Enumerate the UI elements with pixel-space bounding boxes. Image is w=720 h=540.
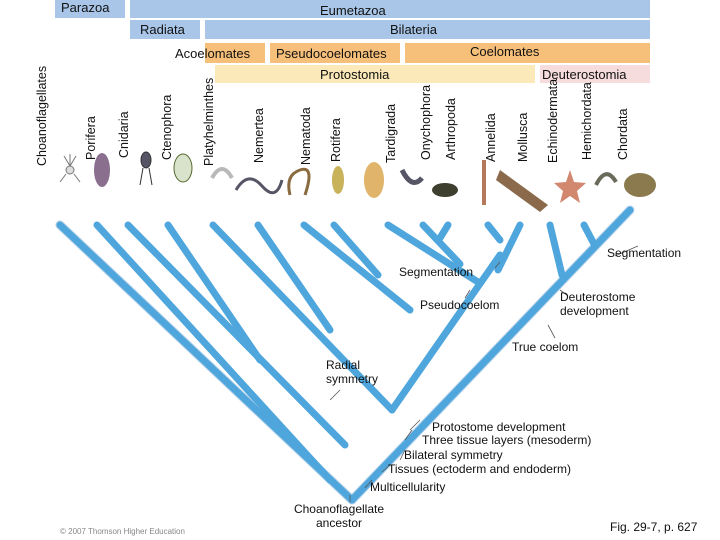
- branch-nematoda: [300, 221, 414, 314]
- branch-mollusca: [494, 221, 524, 274]
- coelomates-label: Coelomates: [470, 44, 540, 59]
- onychophoran-icon: [399, 168, 424, 185]
- leader-segmentation-proto: [494, 261, 501, 269]
- copyright: © 2007 Thomson Higher Education: [60, 527, 185, 536]
- nemertean-icon: [234, 177, 284, 195]
- leader-pseudocoelom: [464, 289, 471, 299]
- branch-porifera: [93, 221, 334, 484]
- protostomia-band: Protostomia: [215, 65, 535, 83]
- pseudocoelomates-band: Pseudocoelomates: [270, 43, 400, 63]
- deuterostomia-band: Deuterostomia: [540, 65, 650, 83]
- leader-three-tissue: [404, 429, 413, 441]
- branch-onychophora: [419, 221, 464, 268]
- parazoa-label: Parazoa: [61, 0, 110, 15]
- leader-bilateral: [399, 449, 406, 461]
- branch-echinodermata: [546, 221, 566, 279]
- label-pseudocoelom: Pseudocoelom: [420, 298, 500, 312]
- coelomates-band: Coelomates: [405, 43, 650, 63]
- leader-segmentation-deutero: [614, 245, 639, 257]
- branch-nemertea: [254, 221, 334, 334]
- mollusc-icon: [496, 170, 548, 212]
- branch-tardigrada: [384, 221, 482, 286]
- label-deuterostome-development: Deuterostome development: [560, 290, 636, 318]
- echinoderm-icon: [554, 170, 586, 203]
- bilateria-label: Bilateria: [390, 22, 437, 37]
- label-three-tissue-layers: Three tissue layers (mesoderm): [422, 433, 592, 447]
- flatworm-icon: [210, 167, 234, 180]
- label-multicellularity: Multicellularity: [370, 480, 446, 494]
- branch-cnidaria: [124, 221, 349, 449]
- branch-hemichordata: [580, 221, 598, 248]
- branch-ctenophora: [164, 221, 264, 364]
- nematode-icon: [287, 167, 311, 196]
- branch-protostome-trunk: [388, 251, 504, 414]
- branch-chordata: [348, 206, 634, 504]
- label-ancestor: Choanoflagellate ancestor: [293, 502, 385, 530]
- radiata-band: Radiata: [130, 20, 200, 39]
- rotifer-icon: [332, 166, 344, 194]
- choanoflagellate-icon: [59, 154, 81, 183]
- leader-multicellularity: [364, 479, 373, 489]
- pseudocoelomates-label: Pseudocoelomates: [276, 46, 387, 61]
- label-segmentation-protostome: Segmentation: [399, 265, 474, 279]
- label-true-coelom: True coelom: [512, 340, 579, 354]
- tardigrade-icon: [364, 162, 384, 198]
- branch-platyhelminthes: [209, 221, 396, 414]
- bilateria-band: Bilateria: [205, 20, 650, 39]
- label-tissues: Tissues (ectoderm and endoderm): [388, 462, 571, 476]
- parazoa-band: Parazoa: [55, 0, 125, 18]
- protostomia-label: Protostomia: [320, 67, 390, 82]
- eumetazoa-band: Eumetazoa: [130, 0, 650, 18]
- ctenophore-icon: [173, 153, 193, 183]
- leader-protostome: [409, 419, 421, 431]
- label-protostome-development: Protostome development: [432, 420, 566, 434]
- leader-tissues: [381, 464, 391, 473]
- hemichordate-icon: [594, 172, 618, 186]
- figure-caption: Fig. 29-7, p. 627: [610, 520, 698, 534]
- branch-arthropoda: [436, 221, 452, 242]
- label-bilateral-symmetry: Bilateral symmetry: [404, 448, 503, 462]
- leader-radial-symmetry: [329, 389, 341, 401]
- leader-true-coelom: [547, 324, 556, 339]
- branch-rotifera: [330, 221, 382, 279]
- leader-deutero-dev: [559, 289, 569, 297]
- branch-annelida: [484, 221, 504, 244]
- label-radial-symmetry: Radial symmetry: [326, 358, 378, 386]
- acoelomates-label: Acoelomates: [175, 46, 251, 61]
- label-segmentation-deuterostome: Segmentation: [607, 246, 682, 260]
- radiata-label: Radiata: [140, 22, 185, 37]
- acoelomates-band: [205, 43, 265, 63]
- eumetazoa-label: Eumetazoa: [320, 3, 386, 18]
- cnidaria-icon: [139, 151, 153, 186]
- arthropod-icon: [432, 183, 458, 197]
- deuterostomia-label: Deuterostomia: [542, 67, 627, 82]
- toad-icon: [624, 173, 656, 197]
- organism-illustrations: [59, 151, 656, 212]
- sponge-icon: [94, 153, 110, 187]
